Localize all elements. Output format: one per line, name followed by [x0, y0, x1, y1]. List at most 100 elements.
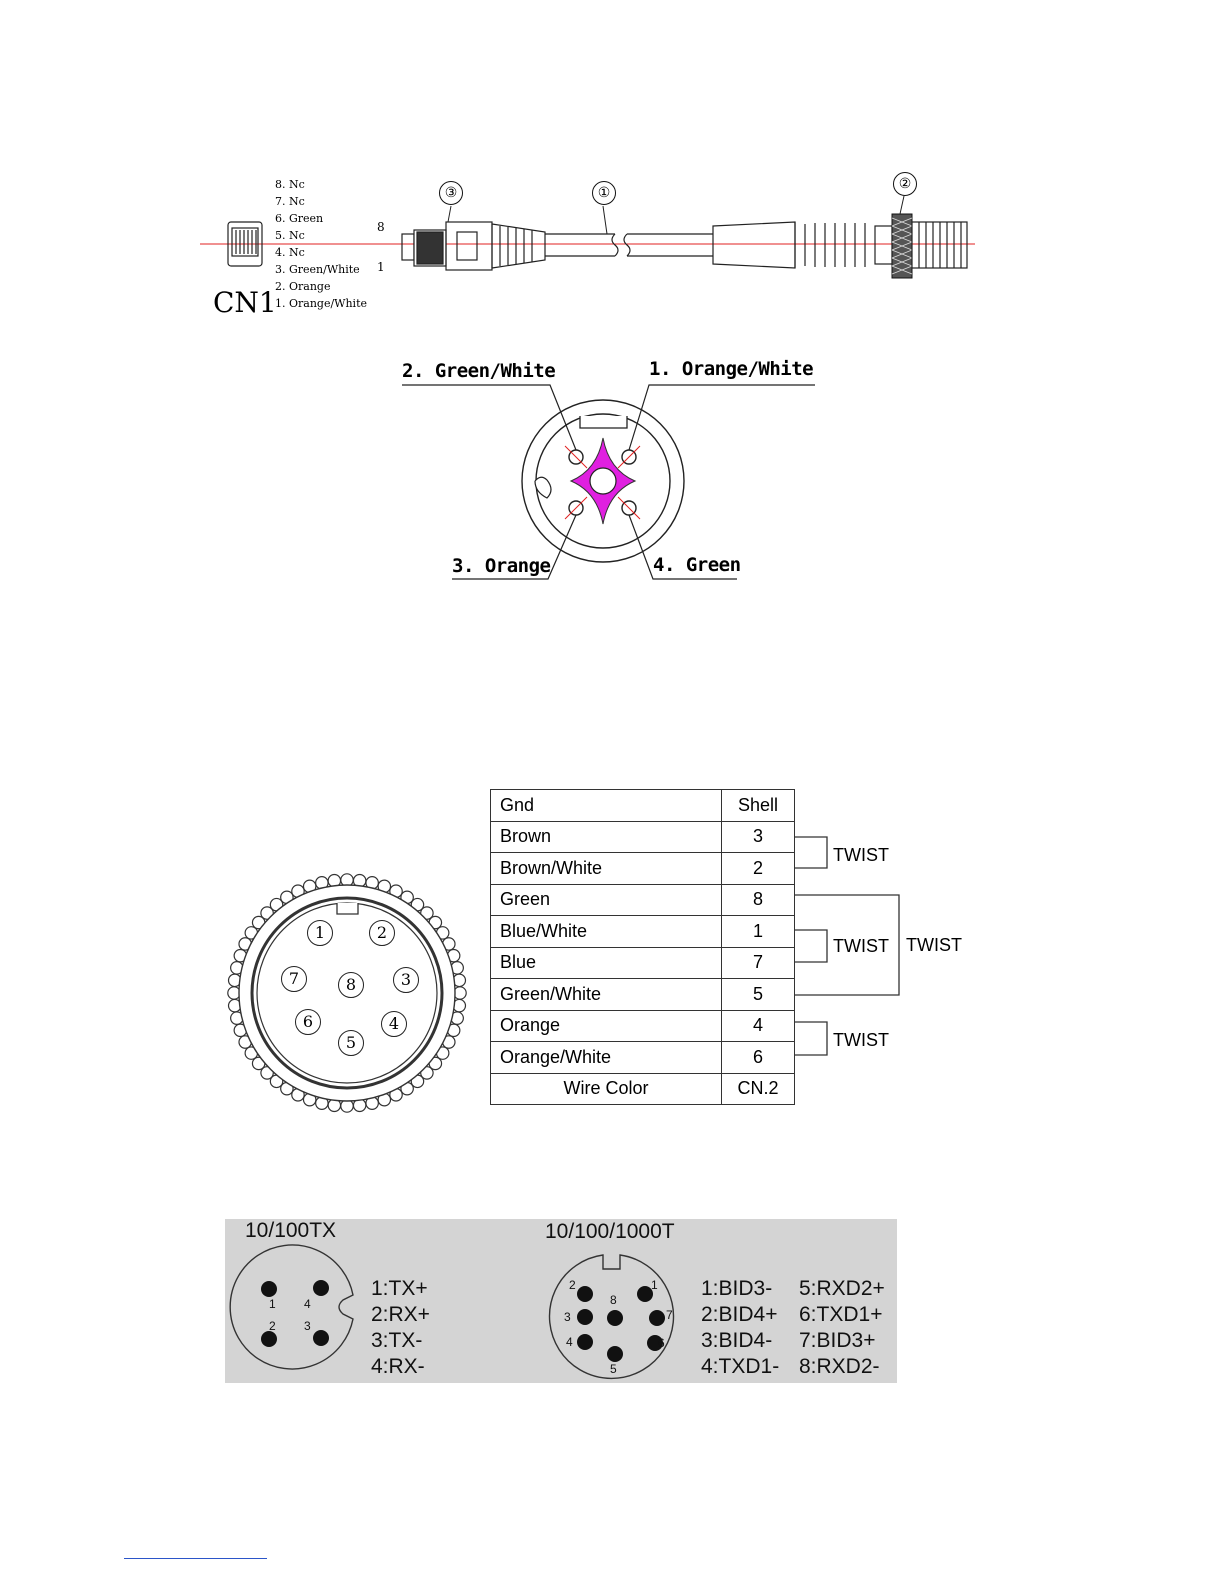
tx-def-4: 4:RX- — [371, 1355, 425, 1378]
cn2-pin-cell: 2 — [721, 852, 795, 885]
knurled-nut — [891, 213, 913, 279]
gt-pin-7-dot — [649, 1310, 665, 1326]
cn1-label: CN1 — [213, 286, 277, 319]
cn2-pin-cell: CN.2 — [721, 1072, 795, 1105]
gt-def-8: 8:RXD2- — [799, 1355, 880, 1378]
pin-6: 6 — [295, 1009, 321, 1035]
wire-color-cell: Blue/White — [490, 915, 722, 948]
rj45-pin-8-label: 8 — [377, 220, 385, 234]
pin-4: 4 — [381, 1011, 407, 1037]
wire-color-cell: Orange/White — [490, 1041, 722, 1074]
cn2-pin-cell: 7 — [721, 946, 795, 979]
footnote-separator — [124, 1558, 267, 1559]
m12-label-pin-3: 3. Orange — [452, 555, 551, 577]
cn1-pin-1: 1. Orange/White — [275, 297, 368, 310]
gt-pin-6-dot — [647, 1335, 663, 1351]
cn2-pin-cell: Shell — [721, 789, 795, 822]
cable-drawing — [200, 195, 975, 279]
pin-8: 8 — [338, 972, 364, 998]
gt-def-1: 1:BID3- — [701, 1277, 773, 1300]
gt-pin-2-dot — [577, 1286, 593, 1302]
pin-1: 1 — [307, 920, 333, 946]
m12-overmold — [712, 221, 893, 269]
pin-2: 2 — [369, 920, 395, 946]
tx-def-2: 2:RX+ — [371, 1303, 430, 1326]
cn2-pin-cell: 1 — [721, 915, 795, 948]
cn2-pin-cell: 4 — [721, 1009, 795, 1042]
gt-pin-5-label: 5 — [610, 1362, 617, 1376]
m12-label-pin-1: 1. Orange/White — [649, 358, 814, 380]
callout-3: ③ — [439, 181, 463, 205]
gt-pin-4-label: 4 — [566, 1335, 573, 1349]
tx-pin-1-label: 1 — [269, 1297, 276, 1311]
twist-label-green: TWIST — [906, 935, 962, 955]
twist-label-orange: TWIST — [833, 1030, 889, 1050]
gt-pin-8-dot — [607, 1310, 623, 1326]
cable-body — [545, 233, 713, 257]
wire-color-cell: Wire Color — [490, 1072, 722, 1105]
wire-color-cell: Brown/White — [490, 852, 722, 885]
pin-3: 3 — [393, 967, 419, 993]
gt-pin-4-dot — [577, 1334, 593, 1350]
cn1-pin-2: 2. Orange — [275, 280, 331, 293]
tx-def-3: 3:TX- — [371, 1329, 423, 1352]
cable-assembly-diagram: 8. Nc 7. Nc 6. Green 5. Nc 4. Nc 3. Gree… — [195, 168, 985, 333]
wire-color-cell: Orange — [490, 1009, 722, 1042]
gt-def-7: 7:BID3+ — [799, 1329, 876, 1352]
wire-color-cell: Green/White — [490, 978, 722, 1011]
gt-def-6: 6:TXD1+ — [799, 1303, 883, 1326]
tx-pin-1-dot — [261, 1281, 277, 1297]
wire-color-cell: Brown — [490, 820, 722, 853]
callout-2: ② — [893, 172, 917, 196]
tx-def-1: 1:TX+ — [371, 1277, 428, 1300]
tx-pin-3-label: 3 — [304, 1319, 311, 1333]
wire-color-cell: Green — [490, 883, 722, 916]
m12-label-pin-4: 4. Green — [653, 554, 741, 576]
gt-pin-3-dot — [577, 1309, 593, 1325]
cn2-pin-cell: 8 — [721, 883, 795, 916]
rj45-front-view — [227, 221, 263, 267]
pin-7: 7 — [281, 966, 307, 992]
tx-pin-2-dot — [261, 1331, 277, 1347]
gt-def-2: 2:BID4+ — [701, 1303, 778, 1326]
callout-1-leader — [602, 205, 608, 235]
wire-color-cell: Gnd — [490, 789, 722, 822]
m12-face-drawing — [402, 384, 815, 580]
pin-5: 5 — [338, 1030, 364, 1056]
gt-pin-2-label: 2 — [569, 1278, 576, 1292]
tx-pin-3-dot — [313, 1330, 329, 1346]
gt-pin-8-label: 8 — [610, 1293, 617, 1307]
callout-1: ① — [592, 181, 616, 205]
gt-def-5: 5:RXD2+ — [799, 1277, 885, 1300]
pinout-title-1000t: 10/100/1000T — [545, 1220, 675, 1243]
cn2-pin-cell: 6 — [721, 1041, 795, 1074]
cn1-pin-7: 7. Nc — [275, 195, 305, 208]
twist-label-blue: TWIST — [833, 936, 889, 956]
cn2-pin-cell: 5 — [721, 978, 795, 1011]
cn1-pin-6: 6. Green — [275, 212, 324, 225]
twist-label-brown: TWIST — [833, 845, 889, 865]
gt-pin-1-dot — [637, 1286, 653, 1302]
gt-pin-1-label: 1 — [651, 1278, 658, 1292]
m12-4pin-face-diagram: 2. Green/White 1. Orange/White 3. Orange… — [395, 352, 830, 592]
pinout-title-100tx: 10/100TX — [245, 1219, 337, 1242]
cn2-pin-cell: 3 — [721, 820, 795, 853]
tx-pin-4-dot — [313, 1280, 329, 1296]
callout-2-leader — [899, 195, 905, 215]
cn1-pin-3: 3. Green/White — [275, 263, 360, 276]
callout-3-leader — [447, 205, 452, 223]
gt-pin-3-label: 3 — [564, 1310, 571, 1324]
pinout-panel: 10/100TX 1 4 2 3 1:TX+ 2:RX+ 3:TX- 4:RX-… — [225, 1219, 897, 1383]
cn1-pin-8: 8. Nc — [275, 178, 305, 191]
gt-pin-5-dot — [607, 1346, 623, 1362]
